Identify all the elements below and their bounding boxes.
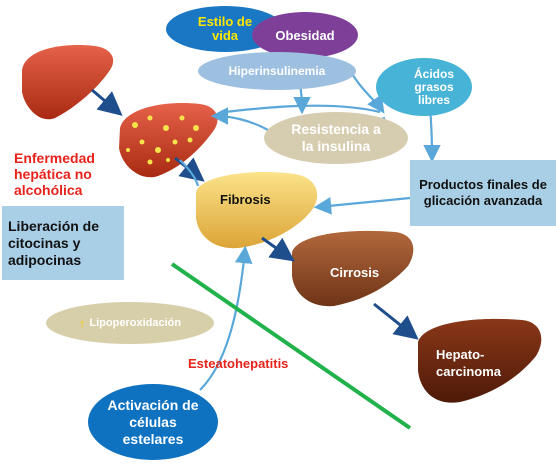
resistencia-insulina-oval: Resistencia a la insulina [264, 112, 408, 164]
hepatocarcinoma-label: Hepato- carcinoma [436, 347, 502, 379]
hepatocarcinoma-liver-icon [418, 318, 542, 403]
hiperinsulinemia-label: Hiperinsulinemia [228, 64, 326, 78]
productos-finales-label: Productos finales de glicación avanzada [419, 177, 547, 208]
lipoperoxidacion-oval: ↑ Lipoperoxidación [46, 302, 214, 344]
cirrosis-label: Cirrosis [330, 265, 380, 280]
productos-finales-box: Productos finales de glicación avanzada [410, 160, 556, 226]
enfermedad-hepatica-label: Enfermedad hepática no alcohólica [14, 150, 95, 198]
divider-line [170, 262, 412, 430]
fibrosis-liver-icon [196, 172, 318, 249]
activacion-celulas-label: Activación de células estelares [107, 396, 199, 447]
obesidad-oval: Obesidad [252, 12, 358, 58]
resistencia-insulina-label: Resistencia a la insulina [291, 121, 381, 154]
acidos-grasos-label: Ácidos grasos libres [413, 66, 454, 107]
obesidad-label: Obesidad [275, 27, 335, 43]
esteatohepatitis-label: Esteatohepatitis [188, 356, 289, 371]
fat-droplets [126, 115, 199, 165]
healthy-liver-icon [22, 45, 114, 120]
fatty-liver-icon [119, 103, 218, 178]
acidos-grasos-oval: Ácidos grasos libres [376, 58, 472, 116]
influence-arrows [179, 61, 441, 391]
liberacion-citocinas-box: Liberación de citocinas y adipocinas [2, 206, 124, 280]
hiperinsulinemia-oval: Hiperinsulinemia [198, 52, 356, 90]
liberacion-citocinas-label: Liberación de citocinas y adipocinas [8, 217, 100, 268]
lipoperoxidacion-label: Lipoperoxidación [89, 317, 182, 329]
cirrosis-liver-icon [292, 230, 414, 307]
estilo-de-vida-label: Estilo de vida [197, 14, 253, 43]
fibrosis-label: Fibrosis [220, 192, 271, 207]
activacion-celulas-oval: Activación de células estelares [88, 384, 218, 460]
up-arrow-small-icon: ↑ [78, 315, 86, 331]
